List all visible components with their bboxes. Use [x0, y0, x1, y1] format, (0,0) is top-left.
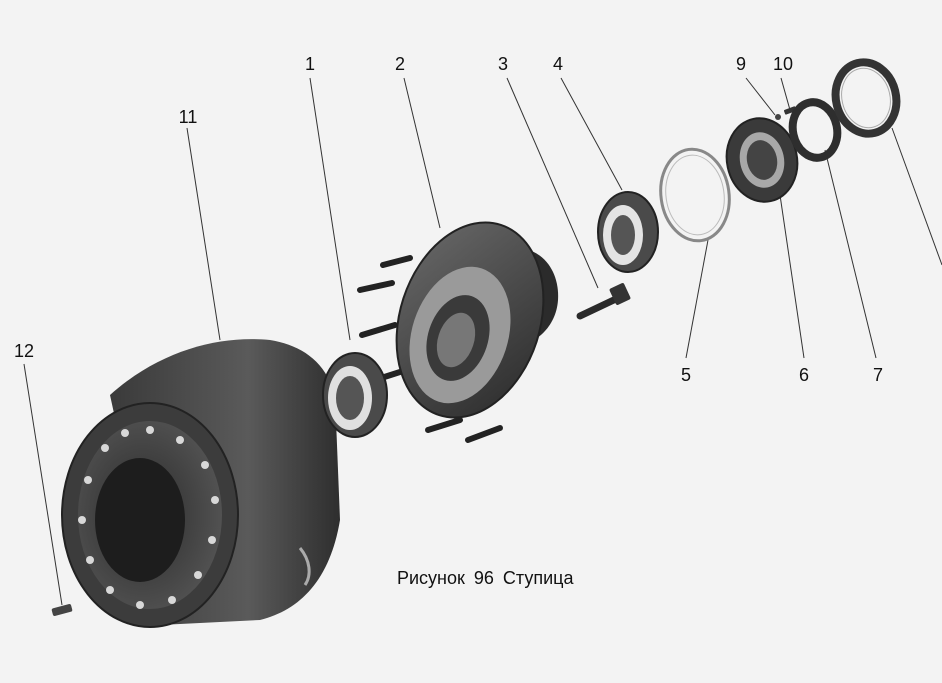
inner-bearing: [322, 352, 388, 438]
brake-drum: [61, 339, 340, 628]
lock-ring: [788, 98, 842, 162]
callout-3: 3: [497, 54, 509, 74]
callout-5: 5: [680, 365, 692, 385]
callout-2: 2: [394, 54, 406, 74]
leader-lines: [23, 77, 942, 606]
outer-bearing: [597, 191, 659, 273]
callout-4: 4: [552, 54, 564, 74]
callout-11: 11: [178, 107, 198, 127]
callout-1: 1: [304, 54, 316, 74]
callout-10: 10: [772, 54, 794, 74]
callout-9: 9: [735, 54, 747, 74]
hub: [395, 221, 559, 419]
small-pin-9-10: [775, 106, 797, 120]
figure-caption: Рисунок 96 Ступица: [397, 568, 574, 588]
callout-6: 6: [798, 365, 810, 385]
callout-12: 12: [13, 341, 35, 361]
outer-ring: [831, 58, 901, 138]
screw: [51, 603, 73, 617]
hub-nut: [725, 117, 799, 203]
callout-7: 7: [872, 365, 884, 385]
gasket: [659, 147, 731, 243]
bolt: [576, 283, 631, 320]
